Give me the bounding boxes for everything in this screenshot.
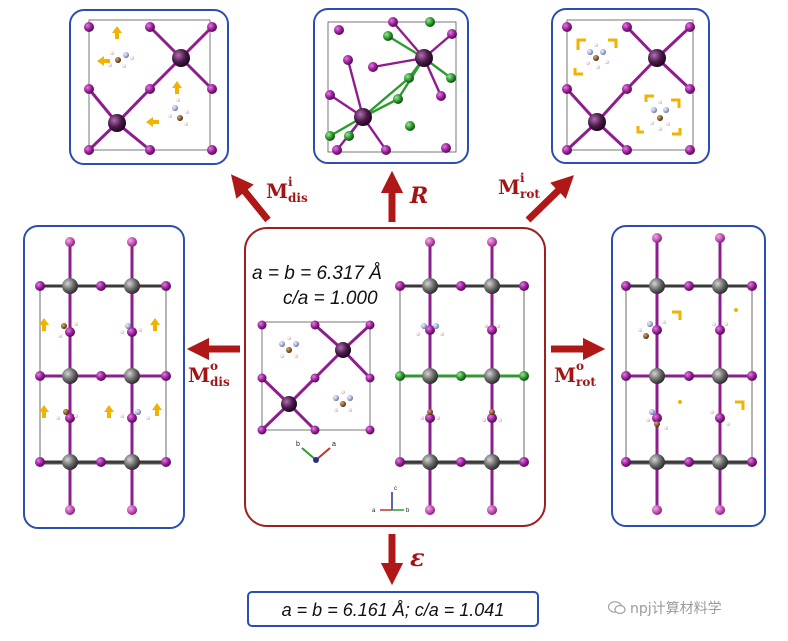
svg-text:o: o <box>576 359 584 373</box>
label-m-dis-o: M o dis <box>188 359 230 389</box>
molecule <box>586 43 609 69</box>
axis-a-label: a <box>372 508 376 514</box>
molecule <box>638 320 730 430</box>
lattice-params-line2: c/a = 1.000 <box>283 288 378 309</box>
metal-gray-atoms <box>62 278 140 470</box>
metal-gray-atoms <box>649 278 728 470</box>
transition-arrows <box>186 170 606 586</box>
svg-text:rot: rot <box>576 375 596 389</box>
svg-text:M: M <box>554 363 576 387</box>
arrow-m-dis-i <box>230 174 271 223</box>
iodide-atoms <box>84 22 217 155</box>
axis-b-label: b <box>406 508 410 514</box>
svg-text:i: i <box>520 171 525 185</box>
panel-top-center <box>313 8 469 164</box>
wechat-icon <box>607 601 626 615</box>
rotation-arrow-icons <box>573 38 682 136</box>
svg-text:M: M <box>266 179 288 203</box>
displacement-arrow-icons <box>97 26 182 127</box>
svg-text:dis: dis <box>210 375 230 389</box>
watermark: npj计算材料学 <box>607 598 722 618</box>
svg-text:o: o <box>210 359 218 373</box>
rotation-arrow-icons <box>672 310 745 410</box>
center-side-view: c a b <box>372 237 529 515</box>
svg-text:M: M <box>498 175 520 199</box>
bottom-lattice-box: a = b = 6.161 Å; c/a = 1.041 <box>247 591 539 627</box>
molecule <box>108 51 134 68</box>
arrow-m-rot-i <box>525 175 575 223</box>
label-epsilon: ε <box>410 543 425 572</box>
panel-left <box>23 225 185 529</box>
axes-indicator-side: c a b <box>372 486 410 514</box>
label-r: R <box>409 183 428 209</box>
displacement-arrow-icons <box>39 318 162 418</box>
axes-indicator-small: b a <box>296 441 336 463</box>
axis-b-label: b <box>296 441 300 448</box>
center-top-view: b a <box>257 320 375 463</box>
svg-text:rot: rot <box>520 187 540 201</box>
panel-top-right <box>551 8 710 164</box>
panel-top-left <box>69 9 229 165</box>
axis-c-label: c <box>394 486 397 492</box>
iodide-atoms <box>621 233 757 515</box>
iodide-atoms <box>35 237 171 515</box>
molecule <box>650 100 670 131</box>
svg-text:i: i <box>288 175 293 189</box>
halide-green-atoms <box>325 17 456 141</box>
label-m-rot-o: M o rot <box>554 359 596 389</box>
molecule <box>168 98 189 126</box>
svg-text:dis: dis <box>288 191 308 205</box>
bottom-lattice-text: a = b = 6.161 Å; c/a = 1.041 <box>282 600 505 620</box>
panel-center: b a <box>244 227 546 527</box>
lattice-params-line1: a = b = 6.317 Å <box>252 263 382 284</box>
axis-a-label: a <box>332 441 336 448</box>
molecule <box>56 322 150 420</box>
panel-right <box>611 225 766 527</box>
iodide-atoms <box>325 17 457 155</box>
svg-text:M: M <box>188 363 210 387</box>
iodide-atoms <box>562 22 695 155</box>
watermark-text: npj计算材料学 <box>630 601 722 617</box>
label-m-dis-i: M i dis <box>266 175 308 205</box>
label-m-rot-i: M i rot <box>498 171 540 201</box>
